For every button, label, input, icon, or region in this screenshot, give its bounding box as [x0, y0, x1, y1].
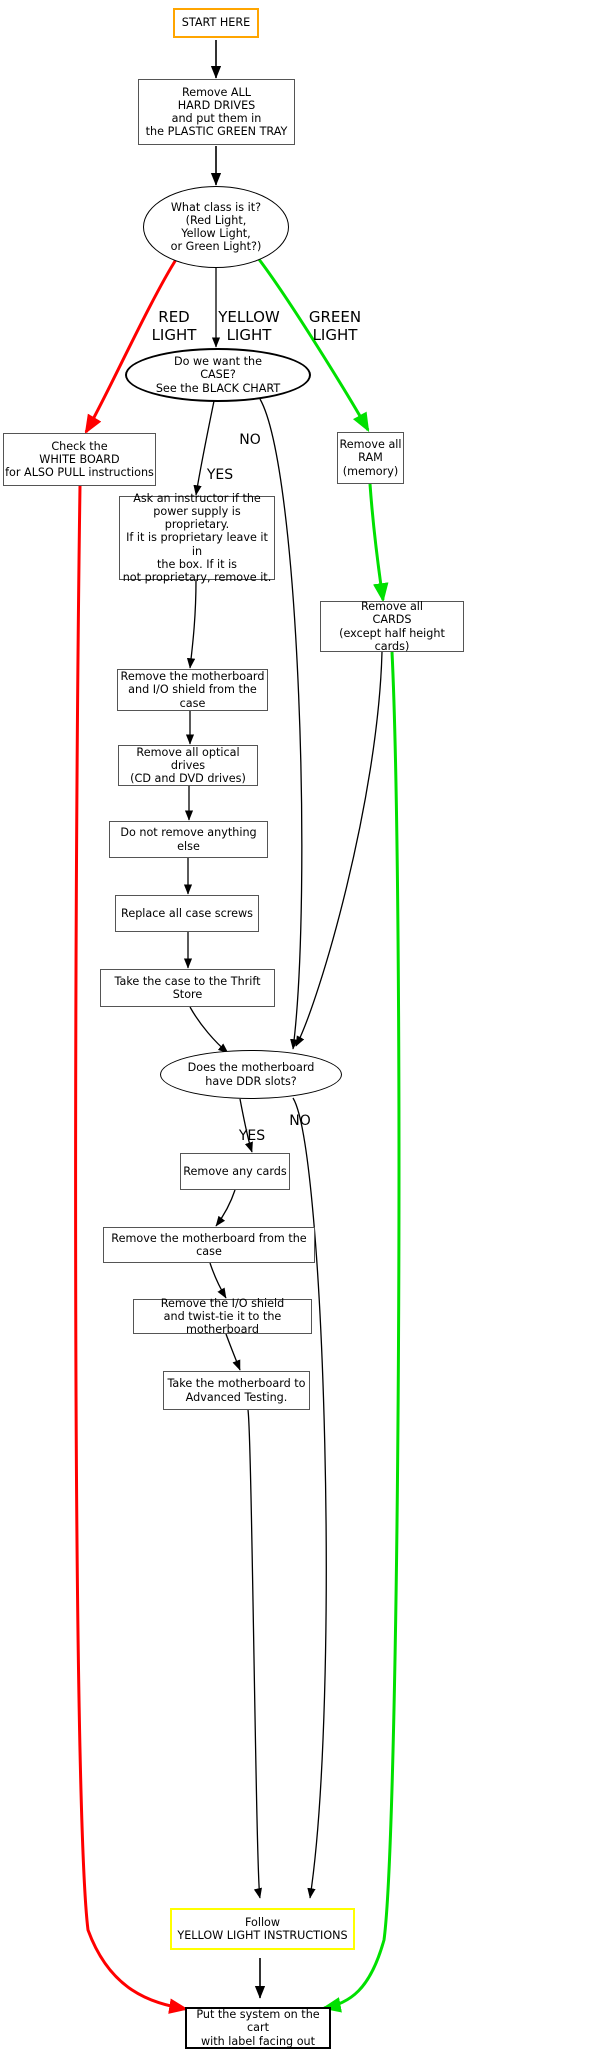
node-remove-ram[interactable]: Remove all RAM (memory)	[337, 432, 404, 484]
node-remove-cards-label: Remove all CARDS (except half height car…	[339, 600, 445, 653]
node-start[interactable]: START HERE	[173, 8, 259, 38]
node-ask-instructor-label: Ask an instructor if the power supply is…	[122, 492, 272, 584]
node-what-class-label: What class is it? (Red Light, Yellow Lig…	[170, 200, 262, 254]
node-remove-hard-drives-label: Remove ALL HARD DRIVES and put them in t…	[145, 85, 288, 139]
node-take-case-thrift-store-label: Take the case to the Thrift Store	[114, 974, 261, 1001]
edge-label-case-no: NO	[239, 431, 261, 448]
node-start-label: START HERE	[181, 16, 251, 30]
node-take-case-thrift-store[interactable]: Take the case to the Thrift Store	[100, 969, 275, 1007]
node-replace-case-screws[interactable]: Replace all case screws	[115, 895, 259, 932]
node-check-white-board[interactable]: Check the WHITE BOARD for ALSO PULL inst…	[3, 433, 156, 486]
node-follow-yellow-light[interactable]: Follow YELLOW LIGHT INSTRUCTIONS	[170, 1908, 355, 1950]
node-ddr-slots-label: Does the motherboard have DDR slots?	[187, 1061, 315, 1088]
node-remove-cards[interactable]: Remove all CARDS (except half height car…	[320, 600, 464, 653]
node-advanced-testing-label: Take the motherboard to Advanced Testing…	[167, 1377, 306, 1404]
edge-label-yellow-light: YELLOW LIGHT	[218, 308, 280, 344]
edge-label-ddr-no: NO	[289, 1112, 311, 1129]
node-want-case-label: Do we want the CASE? See the BLACK CHART	[155, 355, 281, 395]
node-do-not-remove-anything-label: Do not remove anything else	[120, 826, 257, 853]
edge-label-red-light: RED LIGHT	[151, 308, 197, 344]
node-remove-optical-drives[interactable]: Remove all optical drives (CD and DVD dr…	[118, 745, 258, 786]
node-put-system-on-cart[interactable]: Put the system on the cart with label fa…	[185, 2007, 331, 2049]
node-advanced-testing[interactable]: Take the motherboard to Advanced Testing…	[163, 1371, 310, 1410]
node-remove-motherboard-io-label: Remove the motherboard and I/O shield fr…	[120, 670, 265, 710]
edge-label-case-yes: YES	[206, 466, 234, 483]
node-follow-yellow-light-label: Follow YELLOW LIGHT INSTRUCTIONS	[177, 1915, 348, 1942]
node-remove-any-cards-label: Remove any cards	[183, 1164, 287, 1178]
node-replace-case-screws-label: Replace all case screws	[121, 906, 253, 920]
edge-label-ddr-yes: YES	[238, 1127, 266, 1144]
node-remove-optical-drives-label: Remove all optical drives (CD and DVD dr…	[130, 745, 246, 786]
node-remove-motherboard-case-label: Remove the motherboard from the case	[111, 1231, 307, 1258]
node-remove-ram-label: Remove all RAM (memory)	[339, 438, 402, 478]
node-do-not-remove-anything[interactable]: Do not remove anything else	[109, 821, 268, 858]
edge-label-green-light: GREEN LIGHT	[308, 308, 362, 344]
node-ask-instructor[interactable]: Ask an instructor if the power supply is…	[119, 492, 275, 584]
node-remove-any-cards[interactable]: Remove any cards	[180, 1153, 290, 1190]
node-check-white-board-label: Check the WHITE BOARD for ALSO PULL inst…	[5, 439, 154, 480]
node-put-system-on-cart-label: Put the system on the cart with label fa…	[196, 2008, 320, 2048]
node-remove-motherboard-case[interactable]: Remove the motherboard from the case	[103, 1227, 315, 1263]
node-want-case[interactable]: Do we want the CASE? See the BLACK CHART	[125, 348, 311, 402]
node-what-class[interactable]: What class is it? (Red Light, Yellow Lig…	[143, 186, 289, 268]
node-remove-hard-drives[interactable]: Remove ALL HARD DRIVES and put them in t…	[138, 79, 295, 145]
node-ddr-slots[interactable]: Does the motherboard have DDR slots?	[160, 1050, 342, 1099]
node-remove-motherboard-io[interactable]: Remove the motherboard and I/O shield fr…	[117, 669, 268, 711]
node-remove-io-shield-label: Remove the I/O shield and twist-tie it t…	[160, 1296, 285, 1337]
node-remove-io-shield[interactable]: Remove the I/O shield and twist-tie it t…	[133, 1296, 312, 1337]
